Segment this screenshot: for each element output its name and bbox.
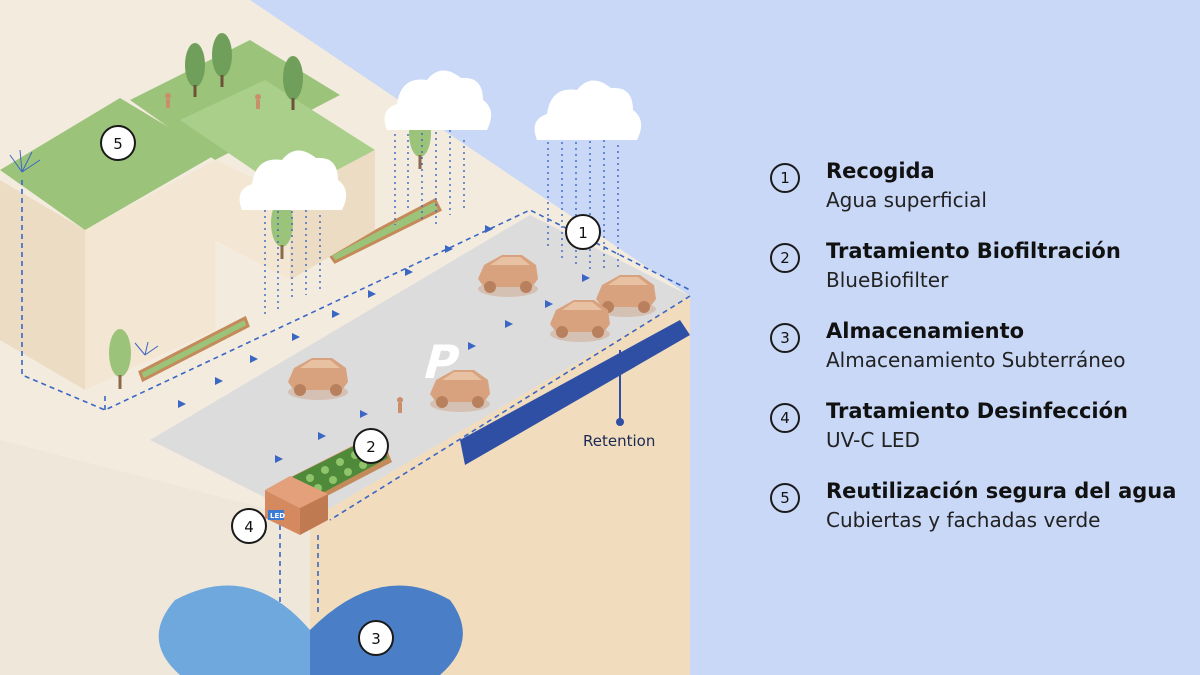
marker-1: 1 xyxy=(565,214,601,250)
svg-text:5: 5 xyxy=(113,135,123,153)
retention-tank xyxy=(460,320,690,465)
legend-number: 1 xyxy=(770,163,800,193)
legend-number: 2 xyxy=(770,243,800,273)
cloud-2 xyxy=(534,80,642,140)
water-storage-left xyxy=(158,585,310,675)
road xyxy=(150,215,690,520)
svg-text:3: 3 xyxy=(371,630,381,648)
marker-4: 4 xyxy=(231,508,267,544)
legend-item-desinfeccion: 4 Tratamiento Desinfección UV-C LED xyxy=(770,398,1190,462)
legend-subtitle: Agua superficial xyxy=(826,188,987,212)
legend-number: 3 xyxy=(770,323,800,353)
planter-top xyxy=(330,200,440,262)
legend-subtitle: UV-C LED xyxy=(826,428,920,452)
retention-label: Retention xyxy=(583,432,655,450)
legend-item-reutilizacion: 5 Reutilización segura del agua Cubierta… xyxy=(770,478,1190,542)
legend-number: 4 xyxy=(770,403,800,433)
cloud-1 xyxy=(384,70,492,130)
legend-title: Reutilización segura del agua xyxy=(826,479,1177,503)
marker-2: 2 xyxy=(353,428,389,464)
legend-item-almacenamiento: 3 Almacenamiento Almacenamiento Subterrá… xyxy=(770,318,1190,382)
svg-text:1: 1 xyxy=(578,224,588,242)
planter-left xyxy=(140,318,248,380)
legend-item-biofiltracion: 2 Tratamiento Biofiltración BlueBiofilte… xyxy=(770,238,1190,302)
svg-text:2: 2 xyxy=(366,438,376,456)
green-roof xyxy=(0,98,215,230)
legend-title: Tratamiento Desinfección xyxy=(826,399,1128,423)
led-label: LED xyxy=(270,512,285,520)
marker-5: 5 xyxy=(100,125,136,161)
legend-subtitle: BlueBiofilter xyxy=(826,268,949,292)
legend-number: 5 xyxy=(770,483,800,513)
legend-title: Tratamiento Biofiltración xyxy=(826,239,1121,263)
sprinkler-icon xyxy=(9,149,159,356)
marker-3: 3 xyxy=(358,620,394,656)
legend-subtitle: Almacenamiento Subterráneo xyxy=(826,348,1126,372)
legend-subtitle: Cubiertas y fachadas verde xyxy=(826,508,1101,532)
ground-side xyxy=(310,296,690,675)
svg-text:4: 4 xyxy=(244,518,254,536)
legend-item-recogida: 1 Recogida Agua superficial xyxy=(770,158,1190,222)
legend-title: Recogida xyxy=(826,159,935,183)
flow-arrows xyxy=(178,225,590,463)
legend-title: Almacenamiento xyxy=(826,319,1025,343)
